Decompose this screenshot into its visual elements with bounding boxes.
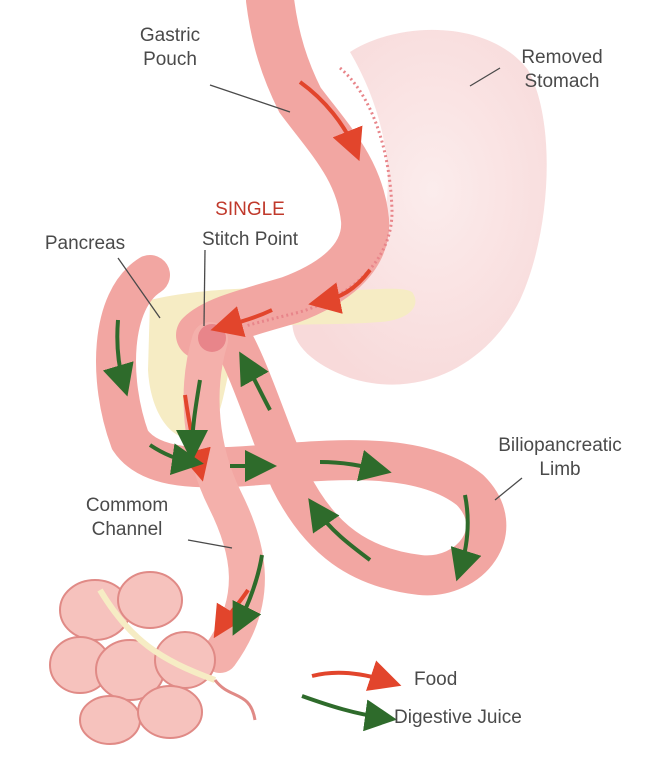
label-gastric-pouch-line2: Pouch [124,48,216,72]
label-gastric-pouch: Gastric Pouch [124,24,216,72]
legend-food-arrow [312,673,390,682]
stitch-point [198,324,226,352]
label-pancreas: Pancreas [30,232,140,256]
legend-juice-label: Digestive Juice [394,706,522,730]
label-stitch-point: Stitch Point [180,228,320,252]
label-removed-stomach: Removed Stomach [502,46,622,94]
legend-juice-arrow [302,696,385,718]
legend-food-label: Food [414,668,457,692]
label-biliopancreatic-limb: Biliopancreatic Limb [472,434,648,482]
label-biliopancreatic-line1: Biliopancreatic [472,434,648,458]
label-common-channel-line1: Commom [72,494,182,518]
label-common-channel: Commom Channel [72,494,182,542]
label-removed-stomach-line1: Removed [502,46,622,70]
label-single: SINGLE [198,198,302,222]
label-biliopancreatic-line2: Limb [472,458,648,482]
label-removed-stomach-line2: Stomach [502,70,622,94]
label-gastric-pouch-line1: Gastric [124,24,216,48]
label-common-channel-line2: Channel [72,518,182,542]
gastric-pouch [200,0,365,335]
